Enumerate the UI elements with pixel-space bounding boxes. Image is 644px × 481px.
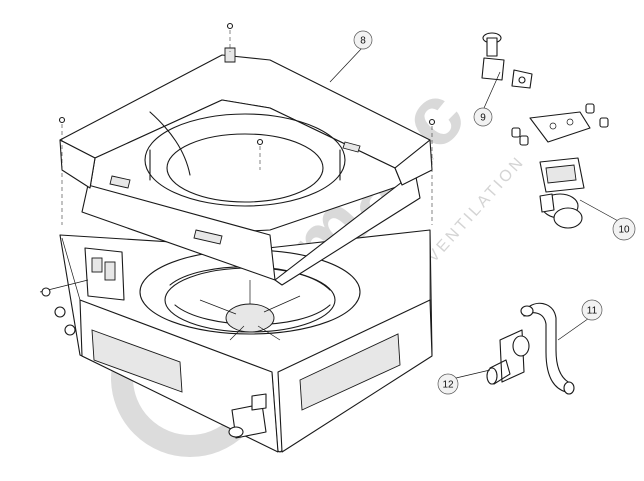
control-box	[39, 247, 125, 336]
screw	[256, 138, 264, 146]
callout-8: 8	[353, 30, 373, 50]
callout-10: 10	[612, 217, 636, 241]
part-10-drain-pump	[539, 157, 585, 229]
callouts: 8 9 10 11 12	[329, 30, 636, 395]
vent-panel-right	[299, 333, 401, 411]
callout-9-label: 9	[480, 113, 486, 124]
screw	[428, 118, 436, 126]
lower-housing	[59, 229, 433, 453]
callout-12: 12	[437, 373, 459, 395]
screw	[58, 116, 66, 124]
vent-panel-left	[91, 329, 183, 393]
spacers	[511, 103, 609, 146]
top-frame	[58, 22, 436, 286]
fan-hub	[225, 303, 275, 333]
callout-9: 9	[473, 107, 493, 127]
callout-11-label: 11	[587, 306, 598, 317]
callout-12-label: 12	[442, 380, 454, 391]
part-12-drain-elbow	[486, 329, 530, 385]
part-9-float-assembly	[481, 32, 609, 146]
callout-11: 11	[581, 299, 603, 321]
callout-10-label: 10	[618, 225, 630, 236]
part-11-drain-hose	[520, 302, 575, 395]
callout-8-label: 8	[360, 36, 366, 47]
drain-outlet	[228, 393, 267, 439]
screw	[226, 22, 234, 30]
cassette-unit	[39, 22, 436, 453]
